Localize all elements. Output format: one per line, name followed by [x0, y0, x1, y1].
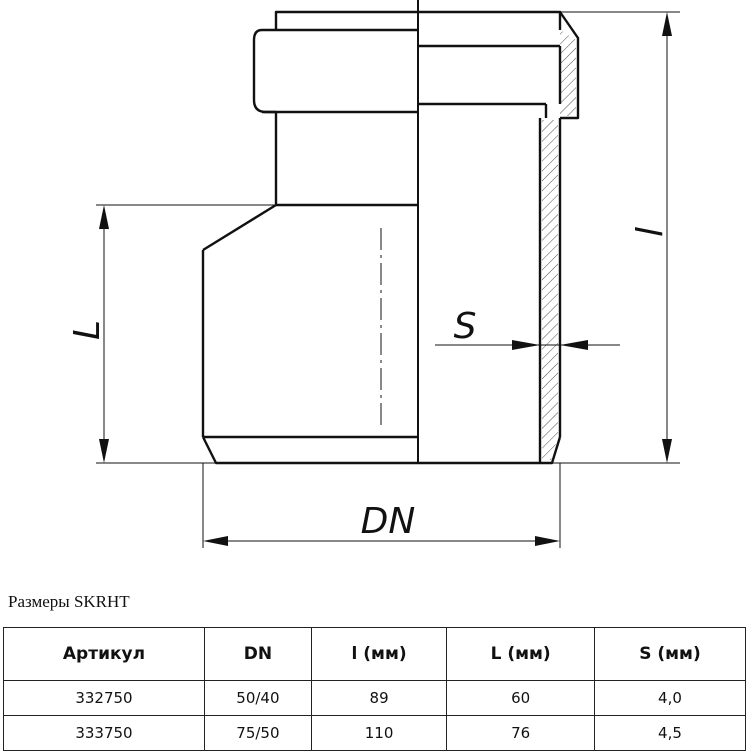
- cell-article: 333750: [3, 715, 205, 751]
- dimension-label-L: L: [67, 320, 108, 340]
- cell-dn: 50/40: [203, 680, 312, 716]
- dimension-L: L: [67, 205, 109, 463]
- table-row: 333750 75/50 110 76 4,5: [3, 715, 747, 751]
- dimension-l: l: [630, 12, 672, 463]
- dimension-DN: DN: [203, 501, 560, 546]
- cell-L: 60: [446, 680, 595, 716]
- table-row: 332750 50/40 89 60 4,0: [3, 680, 747, 716]
- cell-s: 4,5: [593, 715, 747, 751]
- fitting-outline: [201, 0, 580, 465]
- cell-s: 4,0: [593, 680, 747, 716]
- header-L: L (мм): [446, 627, 595, 681]
- table-header-row: Артикул DN l (мм) L (мм) S (мм): [3, 627, 747, 681]
- cell-article: 332750: [3, 680, 205, 716]
- cell-dn: 75/50: [203, 715, 312, 751]
- wall-hatching: [542, 30, 576, 460]
- dimension-S: S: [454, 306, 588, 350]
- technical-drawing: l L S DN: [67, 0, 680, 548]
- cell-L: 76: [446, 715, 595, 751]
- header-l: l (мм): [310, 627, 448, 681]
- header-dn: DN: [203, 627, 312, 681]
- dimension-label-DN: DN: [361, 501, 416, 542]
- cell-l: 110: [310, 715, 448, 751]
- dimension-label-S: S: [454, 306, 477, 347]
- extension-lines: [96, 11, 680, 548]
- header-article: Артикул: [3, 627, 205, 681]
- table-caption: Размеры SKRHT: [8, 592, 130, 611]
- cell-l: 89: [310, 680, 448, 716]
- dimensions-table: Артикул DN l (мм) L (мм) S (мм) 332750 5…: [3, 627, 747, 751]
- dimension-label-l: l: [630, 227, 671, 237]
- header-s: S (мм): [593, 627, 747, 681]
